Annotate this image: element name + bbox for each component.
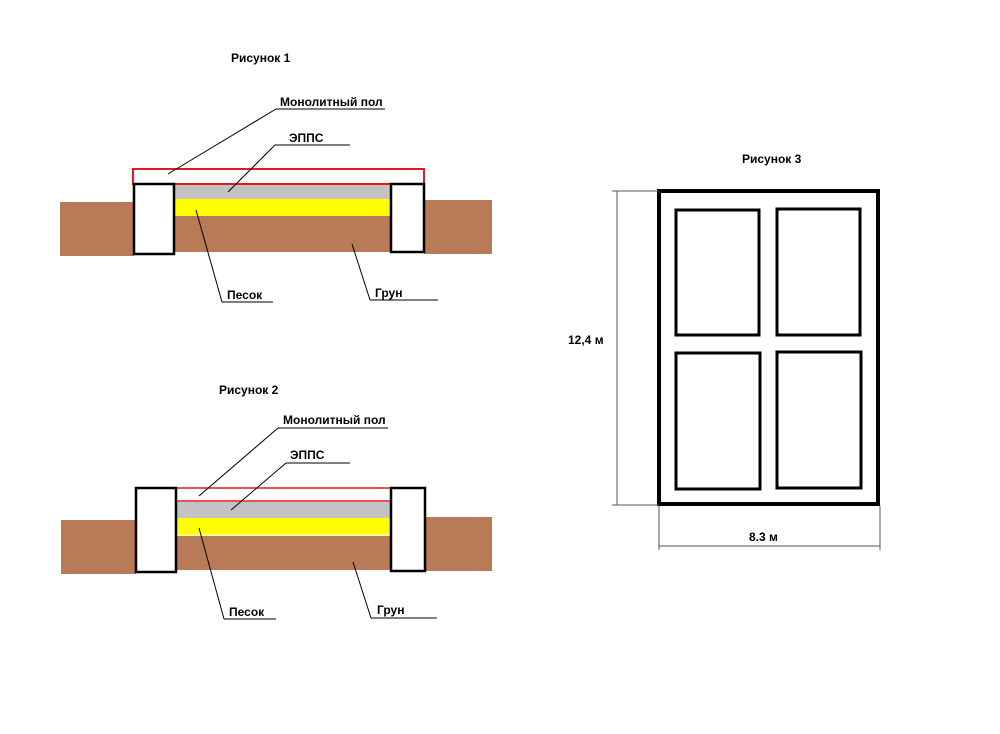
soil-right [424,200,492,254]
figure-3: Рисунок 3 12,4 м 8.3 м [568,152,881,550]
label-epps: ЭППС [289,131,324,145]
room-bottom-right [775,350,863,490]
epps-layer [176,502,391,518]
foundation-wall-left [132,182,176,256]
sand-layer [174,199,392,216]
monolithic-floor [132,168,425,185]
label-monolithic-floor: Монолитный пол [283,413,386,427]
leader-line-floor [198,427,279,497]
figure-3-title: Рисунок 3 [742,152,802,166]
building-outline [657,189,880,506]
label-epps: ЭППС [290,448,325,462]
label-soil: Грун [377,603,404,617]
label-monolithic-floor: Монолитный пол [280,95,383,109]
leader-line-epps [227,144,276,193]
room-top-left [674,208,761,337]
label-soil: Грун [375,286,402,300]
soil-left [61,520,136,574]
leader-line-sand [198,527,225,620]
epps-layer [174,184,392,199]
foundation-wall-right [389,486,427,573]
foundation-wall-right [389,182,426,254]
room-top-right [775,207,862,337]
leader-line-sand [195,209,223,303]
leader-line-epps [230,462,287,511]
sand-layer [176,518,391,536]
width-label: 8.3 м [749,530,778,544]
soil-under-floor [174,216,392,252]
leader-line-floor [167,108,277,175]
figure-1: Рисунок 1 Монолитный пол ЭППС Песок Грун [60,51,492,303]
soil-right [425,517,492,571]
soil-under-floor [176,536,391,570]
figure-2-title: Рисунок 2 [219,383,279,397]
soil-left [60,202,134,256]
leader-line-soil [351,243,371,301]
label-sand: Песок [229,605,265,619]
room-bottom-left [674,351,762,491]
foundation-wall-left [134,486,178,574]
leader-line-soil [352,561,372,619]
label-sand: Песок [227,288,263,302]
height-label: 12,4 м [568,333,604,347]
figure-1-title: Рисунок 1 [231,51,291,65]
figure-2: Рисунок 2 Монолитный пол ЭППС Песок Грун [61,383,492,620]
